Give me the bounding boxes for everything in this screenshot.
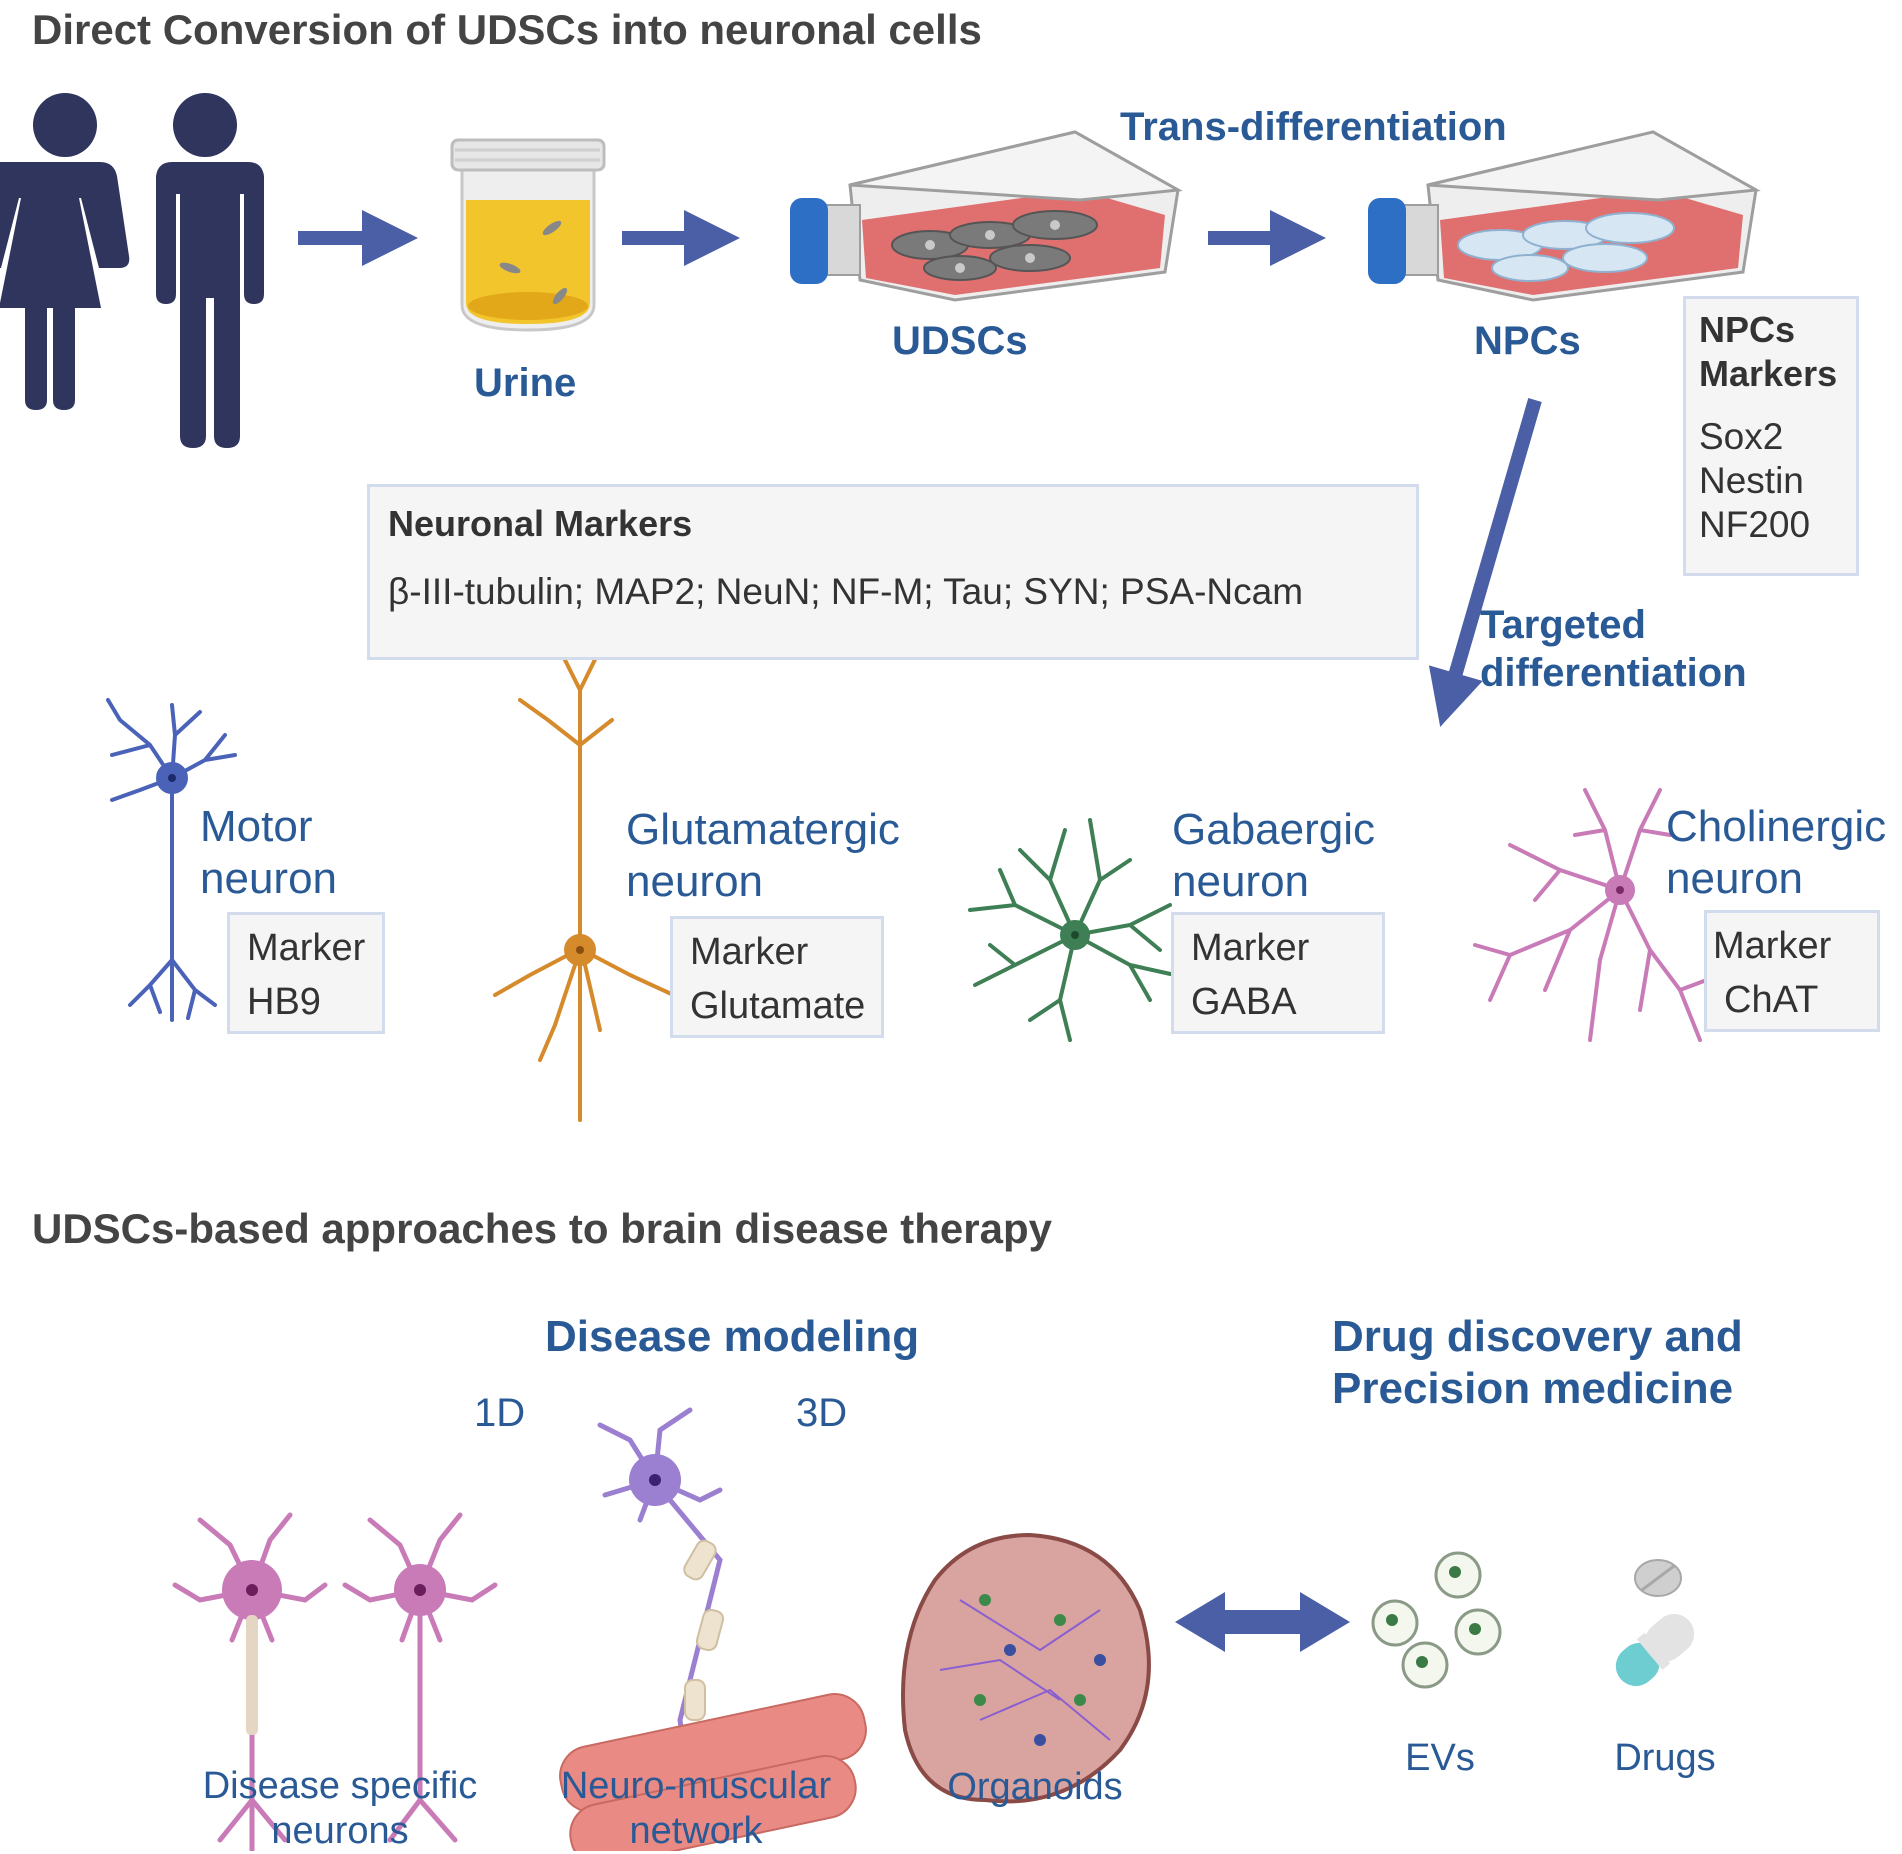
marker-label: Marker [247,927,366,969]
gabaergic-neuron-label-line2: neuron [1172,857,1310,906]
motor-neuron-marker-box: Marker HB9 [227,912,385,1034]
section2-title: UDSCs-based approaches to brain disease … [32,1205,1052,1252]
drug-discovery-label-line2: Precision medicine [1332,1364,1734,1413]
gabaergic-neuron-label-line1: Gabaergic [1172,805,1376,854]
neuromuscular-caption-line2: network [629,1810,763,1852]
npc-markers-title-line1: NPCs [1699,309,1796,350]
tag-1d: 1D [474,1391,526,1435]
disease-specific-neurons-caption-line2: neurons [271,1810,409,1852]
glutamatergic-neuron-label-line1: Glutamatergic [626,805,900,854]
male-person-icon [156,93,264,448]
marker-value: GABA [1191,981,1297,1023]
npc-marker-item: Sox2 [1699,416,1784,457]
trans-differentiation-label: Trans-differentiation [1120,105,1507,149]
organoids-caption: Organoids [947,1766,1123,1808]
npc-markers-title-line2: Markers [1699,353,1838,394]
marker-label: Marker [1191,927,1310,969]
urine-label: Urine [474,361,577,405]
neuronal-markers-title: Neuronal Markers [388,503,693,544]
neuronal-markers-box: Neuronal Markers β-III-tubulin; MAP2; Ne… [367,484,1419,660]
motor-neuron-label-line2: neuron [200,854,338,903]
cholinergic-neuron-icon [1473,788,1722,1042]
glutamatergic-neuron-label-line2: neuron [626,857,764,906]
npc-flask-icon [1368,130,1761,302]
drugs-icon [1615,1559,1695,1687]
people-icon [0,93,264,448]
disease-specific-neurons-caption-line1: Disease specific [202,1765,478,1807]
disease-modeling-label: Disease modeling [545,1312,920,1361]
marker-label: Marker [1713,925,1832,967]
tag-3d: 3D [796,1391,848,1435]
drugs-caption: Drugs [1614,1737,1716,1779]
gabaergic-neuron-marker-box: Marker GABA [1171,912,1385,1034]
marker-value: Glutamate [690,985,866,1027]
udsc-flask-icon [790,130,1183,302]
motor-neuron-label-line1: Motor [200,802,313,851]
npc-marker-item: NF200 [1699,504,1811,545]
neuronal-markers-text: β-III-tubulin; MAP2; NeuN; NF-M; Tau; SY… [388,571,1304,612]
double-arrow-icon [1175,1592,1350,1652]
cholinergic-neuron-label-line2: neuron [1666,854,1804,903]
cholinergic-neuron-label-line1: Cholinergic [1666,802,1887,851]
npc-markers-box: NPCs Markers Sox2 Nestin NF200 [1683,296,1859,576]
npc-marker-item: Nestin [1699,460,1804,501]
cholinergic-neuron-marker-box: Marker ChAT [1704,910,1880,1032]
udscs-label: UDSCs [892,319,1028,363]
drug-discovery-label-line1: Drug discovery and [1332,1312,1743,1361]
arrow-npcs-to-neurons [1428,398,1542,727]
female-person-icon [0,93,130,410]
organoid-icon [901,1532,1151,1804]
evs-caption: EVs [1405,1737,1475,1779]
targeted-differentiation-label-line2: differentiation [1480,651,1747,695]
section1-title: Direct Conversion of UDSCs into neuronal… [32,6,982,53]
flow-arrows [298,210,1542,727]
neuromuscular-caption-line1: Neuro-muscular [560,1765,832,1807]
urine-cup-icon [450,138,606,332]
npcs-label: NPCs [1474,319,1581,363]
marker-value: HB9 [247,981,321,1023]
targeted-differentiation-label-line1: Targeted [1480,603,1646,647]
gabaergic-neuron-icon [968,818,1177,1042]
disease-specific-neurons-icon [172,1512,498,1851]
marker-value: ChAT [1724,979,1819,1021]
marker-label: Marker [690,931,809,973]
glutamatergic-neuron-marker-box: Marker Glutamate [670,916,884,1038]
neuromuscular-network-icon [559,1407,867,1851]
motor-neuron-icon [106,698,237,1022]
